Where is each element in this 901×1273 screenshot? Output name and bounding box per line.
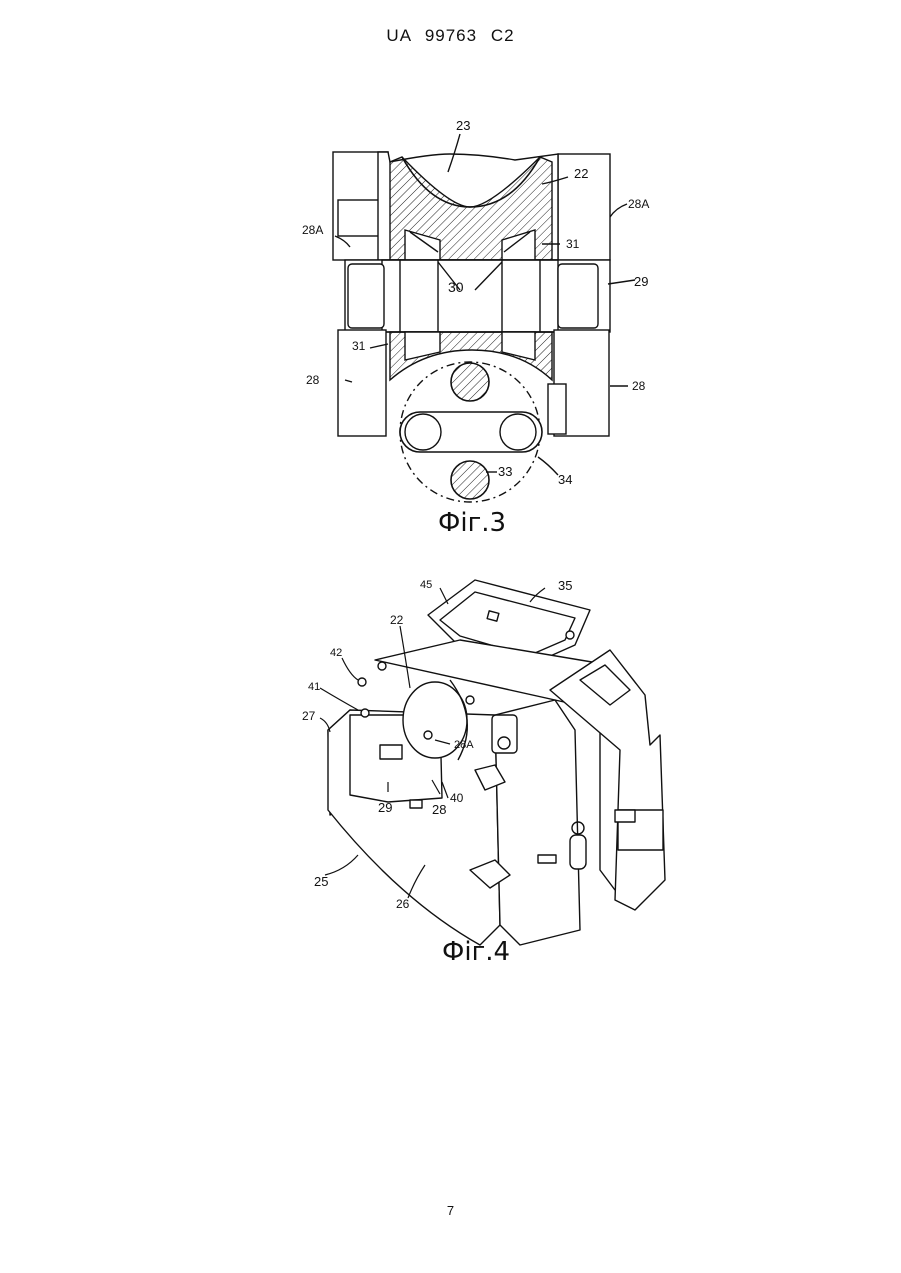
fig4-label-42: 42 [330, 647, 342, 659]
figure-3-caption: Фіг.3 [438, 508, 506, 538]
fig3-label-31-right: 31 [566, 237, 580, 251]
fig4-label-26: 26 [396, 897, 410, 911]
fig3-label-22: 22 [574, 166, 588, 181]
fig3-label-31-left: 31 [352, 339, 366, 353]
fig4-label-35: 35 [558, 578, 572, 593]
fig3-label-28a-right: 28A [628, 197, 649, 211]
fig3-label-29: 29 [634, 274, 648, 289]
fig3-label-28a-left: 28A [302, 223, 323, 237]
fig3-label-30: 30 [448, 279, 464, 295]
publication-number: UA 99763 C2 [0, 26, 901, 46]
fig4-label-40: 40 [450, 791, 464, 805]
figure-3-drawing: 23 22 28A 28A 31 30 29 31 28 28 33 34 [290, 112, 670, 507]
fig4-label-45: 45 [420, 579, 432, 591]
fig4-label-29: 29 [378, 800, 392, 815]
fig3-label-28-right: 28 [632, 379, 646, 393]
fig3-label-34: 34 [558, 472, 572, 487]
figure-4-drawing: 45 35 22 42 41 27 28A 29 28 40 25 26 [280, 570, 680, 955]
fig4-label-41: 41 [308, 681, 320, 693]
fig3-label-33: 33 [498, 464, 512, 479]
fig3-label-28-left: 28 [306, 373, 320, 387]
fig4-label-28a: 28A [454, 739, 474, 751]
page-number: 7 [0, 1203, 901, 1218]
fig4-label-22: 22 [390, 613, 404, 627]
fig4-label-27: 27 [302, 709, 316, 723]
fig4-label-28: 28 [432, 802, 446, 817]
fig3-label-23: 23 [456, 118, 470, 133]
figure-4-caption: Фіг.4 [442, 937, 510, 967]
fig4-label-25: 25 [314, 874, 328, 889]
